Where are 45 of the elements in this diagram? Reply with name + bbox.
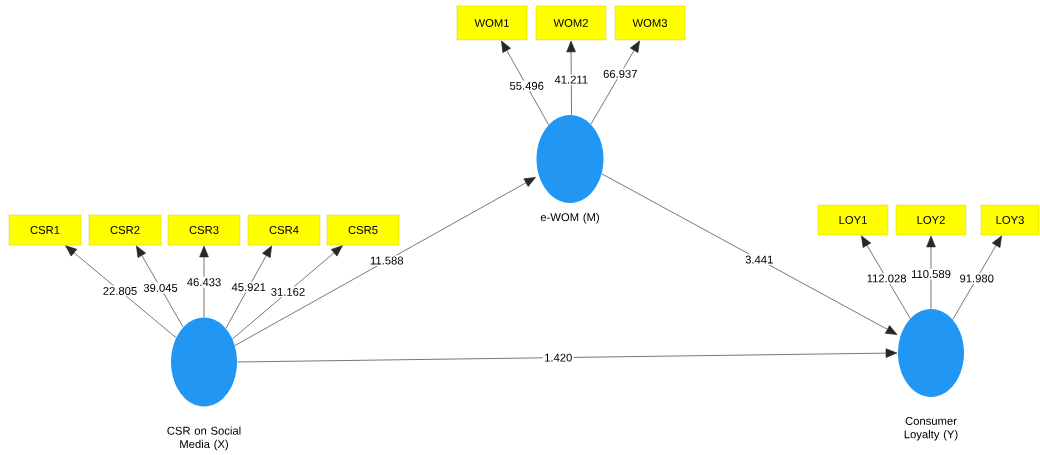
construct-circle xyxy=(536,115,604,203)
indicator-box: CSR5 xyxy=(326,214,400,246)
arrow xyxy=(601,173,898,335)
edge-label: 45.921 xyxy=(230,281,268,293)
indicator-box: LOY2 xyxy=(895,204,967,236)
edge-label: 112.028 xyxy=(865,273,908,284)
arrow xyxy=(926,235,936,309)
indicator-box: LOY1 xyxy=(817,204,889,236)
indicator-box: WOM1 xyxy=(456,5,528,41)
edge-label: 39.045 xyxy=(141,282,180,294)
edge-label: 3.441 xyxy=(743,254,775,265)
indicator-box: WOM2 xyxy=(535,5,607,41)
edge-label: 31.162 xyxy=(269,286,307,298)
arrow xyxy=(590,40,640,125)
arrow xyxy=(232,245,343,340)
edge-label: 1.420 xyxy=(542,352,574,363)
arrow xyxy=(861,235,911,319)
arrow xyxy=(501,40,549,126)
indicator-box: CSR1 xyxy=(8,214,82,246)
arrow xyxy=(199,245,209,318)
edge-label: 11.588 xyxy=(368,255,405,266)
edge-label: 55.496 xyxy=(508,80,546,92)
construct-circle xyxy=(898,309,964,397)
edge-label: 46.433 xyxy=(185,276,223,288)
arrow xyxy=(236,348,898,363)
arrow xyxy=(952,235,1002,320)
edge-label: 110.589 xyxy=(909,268,953,280)
arrow xyxy=(234,177,536,346)
indicator-box: CSR4 xyxy=(247,214,321,246)
edge-label: 41.211 xyxy=(553,74,590,85)
edge-label: 22.805 xyxy=(101,285,139,297)
indicator-box: WOM3 xyxy=(614,5,686,41)
indicator-box: CSR3 xyxy=(167,214,241,246)
arrow xyxy=(136,245,184,328)
edge-label: 91.980 xyxy=(958,273,996,284)
construct-label: CSR on Social Media (X) xyxy=(167,426,241,451)
construct-label: Consumer Loyalty (Y) xyxy=(904,416,958,441)
arrow xyxy=(65,245,177,338)
indicator-box: CSR2 xyxy=(88,214,162,246)
arrow xyxy=(225,245,272,329)
construct-label: e-WOM (M) xyxy=(540,212,599,224)
arrow xyxy=(566,40,576,116)
indicator-box: LOY3 xyxy=(980,204,1040,236)
edge-label: 66.937 xyxy=(601,68,639,80)
construct-circle xyxy=(171,317,237,407)
